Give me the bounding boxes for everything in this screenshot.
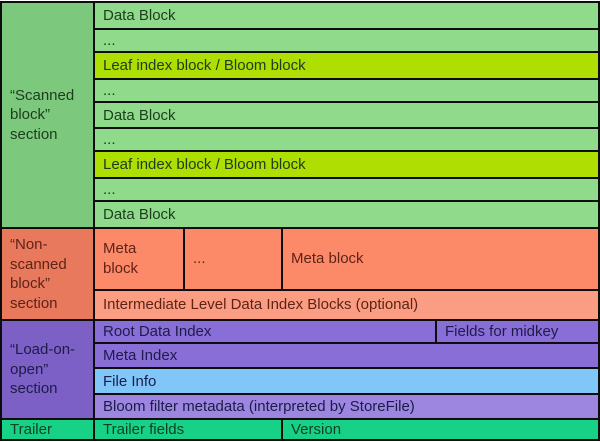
row-ellipsis-4: ... <box>95 179 598 201</box>
cell-root-data-index: Root Data Index <box>95 321 435 343</box>
row-intermediate-level-data-index: Intermediate Level Data Index Blocks (op… <box>95 290 598 319</box>
load-on-open-rows: Root Data Index Fields for midkey Meta I… <box>95 321 598 418</box>
row-data-block-1: Data Block <box>95 3 598 28</box>
section-label-trailer: Trailer <box>2 420 93 439</box>
row-leaf-index-bloom-block-2: Leaf index block / Bloom block <box>95 152 598 178</box>
section-trailer: Trailer Trailer fields Version <box>2 420 598 439</box>
scanned-block-rows: Data Block ... Leaf index block / Bloom … <box>95 3 598 228</box>
row-meta-index: Meta Index <box>95 344 598 368</box>
root-data-index-row: Root Data Index Fields for midkey <box>95 321 598 343</box>
trailer-row: Trailer fields Version <box>95 420 598 439</box>
cell-fields-for-midkey: Fields for midkey <box>437 321 598 343</box>
non-scanned-block-rows: Meta block ... Meta block Intermediate L… <box>95 229 598 319</box>
meta-block-row: Meta block ... Meta block <box>95 229 598 289</box>
row-file-info: File Info <box>95 369 598 394</box>
row-leaf-index-bloom-block-1: Leaf index block / Bloom block <box>95 52 598 78</box>
trailer-rows: Trailer fields Version <box>95 420 598 439</box>
cell-version: Version <box>283 420 598 439</box>
section-scanned-block: “Scanned block” section Data Block ... L… <box>2 3 598 228</box>
cell-meta-block-2: Meta block <box>283 229 598 289</box>
row-ellipsis-3: ... <box>95 129 598 151</box>
row-data-block-2: Data Block <box>95 102 598 128</box>
cell-meta-ellipsis: ... <box>185 229 281 289</box>
row-data-block-3: Data Block <box>95 202 598 228</box>
cell-trailer-fields: Trailer fields <box>95 420 281 439</box>
section-label-scanned-block: “Scanned block” section <box>2 3 93 227</box>
row-ellipsis-1: ... <box>95 29 598 51</box>
section-label-non-scanned-block: “Non-scanned block” section <box>2 229 93 319</box>
section-label-load-on-open: “Load-on-open” section <box>2 321 93 418</box>
section-load-on-open: “Load-on-open” section Root Data Index F… <box>2 321 598 418</box>
section-non-scanned-block: “Non-scanned block” section Meta block .… <box>2 229 598 319</box>
cell-meta-block-1: Meta block <box>95 229 183 289</box>
row-ellipsis-2: ... <box>95 79 598 101</box>
row-bloom-filter-metadata: Bloom filter metadata (interpreted by St… <box>95 395 598 418</box>
